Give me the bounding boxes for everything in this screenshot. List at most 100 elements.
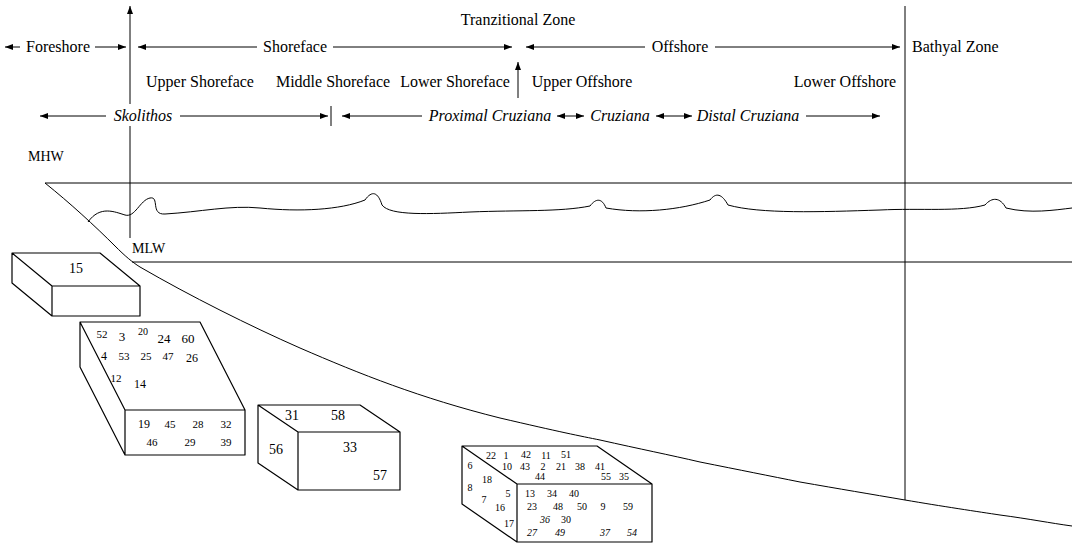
high-water-line: [45, 183, 1072, 184]
sample-number: 11: [541, 451, 551, 461]
wave-line: [88, 194, 1072, 222]
sample-number: 22: [486, 451, 496, 461]
zone-arrow: [715, 47, 900, 48]
zone-arrow: [95, 47, 126, 48]
sample-number: 37: [600, 528, 610, 538]
sample-number: 17: [504, 519, 514, 529]
sediment-block: 52 3 20 24 60 4 53 25 47 26 12 14 19 45 28 32 46 29 39: [80, 322, 245, 455]
zone-label: MHW: [28, 149, 64, 164]
zone-label: Cruziana: [590, 107, 650, 125]
sample-number: 12: [111, 373, 122, 384]
sample-number: 9: [601, 502, 606, 512]
sample-number: 2: [541, 462, 546, 472]
sample-number: 24: [158, 332, 171, 345]
zone-label: Foreshore: [26, 38, 90, 56]
sample-number: 21: [556, 462, 566, 472]
sample-number: 39: [221, 437, 232, 448]
sample-number: 40: [569, 489, 579, 499]
sample-number: 23: [527, 502, 537, 512]
zone-label: Distal Cruziana: [697, 107, 800, 125]
sample-number: 38: [575, 462, 585, 472]
sample-number: 32: [221, 419, 232, 430]
sample-number: 47: [163, 351, 174, 362]
sample-number: 54: [627, 528, 637, 538]
sample-number: 1: [504, 451, 509, 461]
sample-number: 15: [69, 262, 83, 276]
sample-number: 52: [97, 329, 108, 340]
sample-number: 14: [134, 378, 146, 390]
sample-number: 44: [535, 472, 545, 482]
sample-number: 3: [119, 330, 126, 343]
zone-label: Upper Shoreface: [146, 73, 254, 91]
sample-number: 57: [373, 469, 387, 483]
sample-number: 6: [468, 461, 473, 471]
sample-number: 46: [147, 437, 158, 448]
sample-number: 55: [601, 472, 611, 482]
block-edges: [258, 405, 400, 490]
block-edges: [80, 322, 245, 455]
sample-number: 27: [527, 528, 537, 538]
sample-number: 43: [520, 462, 530, 472]
ichnofacies-arrow: [806, 116, 880, 117]
sample-number: 48: [553, 502, 563, 512]
zone-label: Proximal Cruziana: [429, 107, 552, 125]
sediment-block: 3158563357: [258, 405, 400, 490]
sample-number: 26: [186, 352, 198, 364]
zone-boundary: [130, 126, 131, 238]
ichnofacies-arrow: [40, 116, 106, 117]
sample-number: 49: [555, 528, 565, 538]
zone-arrow: [5, 47, 20, 48]
sample-number: 20: [138, 327, 148, 337]
sample-number: 53: [119, 351, 130, 362]
sample-number: 60: [182, 332, 195, 345]
low-water-line: [132, 262, 1072, 263]
sample-number: 34: [547, 489, 557, 499]
sediment-block: 15: [12, 253, 140, 316]
zone-arrow: [518, 62, 519, 98]
sample-number: 29: [185, 437, 196, 448]
sample-number: 50: [577, 502, 587, 512]
zone-arrow: [526, 47, 645, 48]
zone-label: Upper Offshore: [532, 73, 633, 91]
sample-number: 45: [165, 419, 176, 430]
ichnofacies-arrow: [342, 116, 422, 117]
sample-number: 8: [468, 483, 473, 493]
zone-label: MLW: [132, 241, 165, 256]
ichnofacies-arrow: [557, 116, 584, 117]
zone-label: Middle Shoreface: [276, 73, 390, 91]
ichnofacies-arrow: [180, 116, 328, 117]
sample-number: 4: [101, 350, 107, 362]
sample-number: 51: [561, 450, 571, 460]
sample-number: 41: [595, 462, 605, 472]
zone-label: Skolithos: [114, 107, 173, 125]
sample-number: 5: [506, 489, 511, 499]
sample-number: 28: [193, 419, 204, 430]
sample-number: 18: [482, 475, 492, 485]
zone-label: Bathyal Zone: [912, 38, 999, 56]
zone-label: Lower Shoreface: [400, 73, 510, 91]
zone-boundary: [130, 6, 131, 104]
sea-floor: [45, 183, 1072, 526]
zone-label: Tranzitional Zone: [461, 11, 576, 29]
sample-number: 7: [482, 495, 487, 505]
sample-number: 13: [525, 489, 535, 499]
sample-number: 25: [141, 351, 152, 362]
ichnofacies-arrow: [656, 116, 692, 117]
sample-number: 36: [540, 515, 550, 525]
sample-number: 10: [502, 462, 512, 472]
zone-boundary: [905, 6, 906, 500]
sample-number: 19: [138, 418, 150, 430]
zone-label: Lower Offshore: [794, 73, 896, 91]
zone-arrow: [138, 47, 257, 48]
sediment-block: 6221421151104322138414455358185133440716…: [462, 446, 652, 542]
sample-number: 31: [285, 409, 299, 423]
sample-number: 16: [495, 503, 505, 513]
sample-number: 30: [561, 515, 571, 525]
sample-number: 58: [331, 409, 345, 423]
ichnofacies-tick: [331, 106, 332, 126]
sample-number: 35: [619, 472, 629, 482]
block-edges: [462, 446, 652, 542]
sample-number: 33: [343, 441, 357, 455]
sample-number: 42: [521, 450, 531, 460]
